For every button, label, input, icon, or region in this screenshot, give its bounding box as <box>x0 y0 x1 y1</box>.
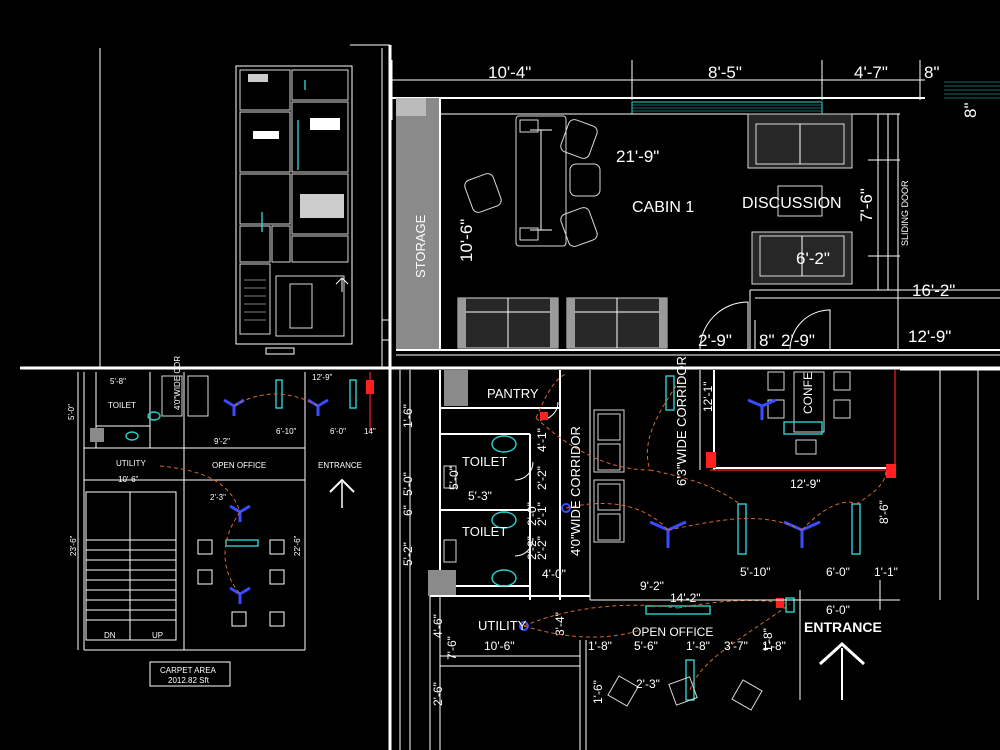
carpet-area-title: CARPET AREA <box>160 666 217 675</box>
pantry-gray-block <box>444 370 468 406</box>
dim-top-2: 8'-5" <box>708 63 742 82</box>
dim-top-1: 10'-4" <box>488 63 531 82</box>
label-utility: UTILITY <box>478 618 527 633</box>
dim-12-9-b: 12'-9" <box>790 477 821 491</box>
label-corridor-6ft: 6'3"WIDE CORRIDOR <box>674 356 689 486</box>
dim-10-6: 10'-6" <box>484 639 515 653</box>
dim-left-12-9: 12'-9" <box>312 373 333 382</box>
mini-key-plan <box>235 65 391 355</box>
label-toilet-left: TOILET <box>108 401 136 410</box>
dim-4-0: 4'-0" <box>542 567 566 581</box>
dim-5-0: 5'-0" <box>401 472 415 496</box>
label-pantry: PANTRY <box>487 386 539 401</box>
dim-4-6: 4'-6" <box>431 614 445 638</box>
label-discussion: DISCUSSION <box>742 195 842 212</box>
dim-2-6: 2'-6" <box>431 682 445 706</box>
dim-14-2: 14'-2" <box>670 591 701 605</box>
label-open-office: OPEN OFFICE <box>632 625 713 639</box>
dim-5-2: 5'-2" <box>401 542 415 566</box>
dim-12-1: 12'-1" <box>701 381 715 412</box>
dim-left-9-2: 9'-2" <box>214 437 230 446</box>
dim-2-2b: 2'-2" <box>535 536 549 560</box>
viewport-frame <box>20 44 1000 750</box>
dim-door-left: 2'-9" <box>698 331 732 350</box>
left-plan: TOILET UTILITY OPEN OFFICE ENTRANCE 4'0"… <box>67 356 376 687</box>
dim-1-8b: 1'-8" <box>686 639 710 653</box>
dim-discussion-depth: 7'-6" <box>857 188 876 222</box>
dim-left-5-8: 5'-8" <box>110 377 126 386</box>
dim-top-3: 4'-7" <box>854 63 888 82</box>
dim-2-0: 2'-0" <box>525 502 539 526</box>
dim-5-6: 5'-6" <box>634 639 658 653</box>
dim-3-4: 3'-4" <box>553 612 567 636</box>
storage-block <box>396 98 440 350</box>
label-toilet-2: TOILET <box>462 524 507 539</box>
dim-toilet-5-3: 5'-3" <box>468 489 492 503</box>
dim-right-small: 8" <box>961 103 980 119</box>
dim-left-2-3: 2'-3" <box>210 493 226 502</box>
entrance-arrow-icon <box>818 641 866 666</box>
dim-door-8: 8" <box>759 331 775 350</box>
bottom-plan: PANTRY TOILET TOILET 4'0"WIDE CORRIDOR 6… <box>399 356 1000 750</box>
dim-16-2: 16'-2" <box>912 281 955 300</box>
label-toilet-1: TOILET <box>462 454 507 469</box>
dim-12-9: 12'-9" <box>908 327 951 346</box>
dim-3-7: 3'-7" <box>724 639 748 653</box>
label-sliding-door: SLIDING DOOR <box>900 180 910 246</box>
dim-left-22-6: 22'-6" <box>293 535 302 556</box>
dim-2-2: 2'-2" <box>535 466 549 490</box>
dim-toilet-5-0: 5'-0" <box>447 466 461 490</box>
dim-left-14: 14" <box>364 427 376 436</box>
dim-5-10: 5'-10" <box>740 565 771 579</box>
dim-6-0: 6'-0" <box>826 565 850 579</box>
label-utility-left: UTILITY <box>116 459 146 468</box>
label-up: UP <box>152 631 163 640</box>
label-entrance: ENTRANCE <box>804 619 882 635</box>
dim-1-8c: 1'-8" <box>762 639 786 653</box>
dim-8-6: 8'-6" <box>877 500 891 524</box>
dim-6: 6" <box>401 505 415 516</box>
dim-2-3: 2'-3" <box>636 677 660 691</box>
dim-left-6-0: 6'-0" <box>330 427 346 436</box>
dim-cabin-width: 21'-9" <box>616 147 659 166</box>
dim-left-5-0: 5'-0" <box>67 404 76 420</box>
label-corridor-left: 4'0"WIDE COR <box>173 356 182 410</box>
top-plan: 10'-4" 8'-5" 4'-7" 8" 8" 21'-9" 10'-6" 7… <box>391 60 1000 356</box>
dim-cabin-depth: 10'-6" <box>457 219 476 262</box>
dim-6-0b: 6'-0" <box>826 603 850 617</box>
carpet-area-value: 2012.82 Sft <box>168 676 210 685</box>
label-entrance-left: ENTRANCE <box>318 461 362 470</box>
dim-1-1: 1'-1" <box>874 565 898 579</box>
label-cabin-1: CABIN 1 <box>632 199 694 216</box>
dim-discussion-width: 6'-2" <box>796 249 830 268</box>
dim-1-6: 1'-6" <box>401 404 415 428</box>
entrance-arrow-icon <box>329 478 355 493</box>
dim-door-right: 2'-9" <box>781 331 815 350</box>
dim-1-8: 1'-8" <box>588 639 612 653</box>
dim-top-4: 8" <box>924 63 940 82</box>
dim-left-23-6: 23'-6" <box>69 535 78 556</box>
label-conference: CONFE <box>801 372 815 414</box>
label-open-office-left: OPEN OFFICE <box>212 461 266 470</box>
dim-2-2c: 2'-2" <box>525 536 539 560</box>
label-dn: DN <box>104 631 116 640</box>
dim-2-1: 2'-1" <box>535 502 549 526</box>
label-storage: STORAGE <box>413 214 428 278</box>
dim-1-8d: 1'-8" <box>761 628 775 652</box>
dim-7-6: 7'-6" <box>445 636 459 660</box>
dim-4-1: 4'-1" <box>535 428 549 452</box>
dim-left-6-10: 6'-10" <box>276 427 297 436</box>
label-corridor-4ft: 4'0"WIDE CORRIDOR <box>568 426 583 556</box>
dim-9-2: 9'-2" <box>640 579 664 593</box>
dim-left-10-6: 10'-6" <box>118 475 139 484</box>
dim-1-6b: 1'-6" <box>591 680 605 704</box>
